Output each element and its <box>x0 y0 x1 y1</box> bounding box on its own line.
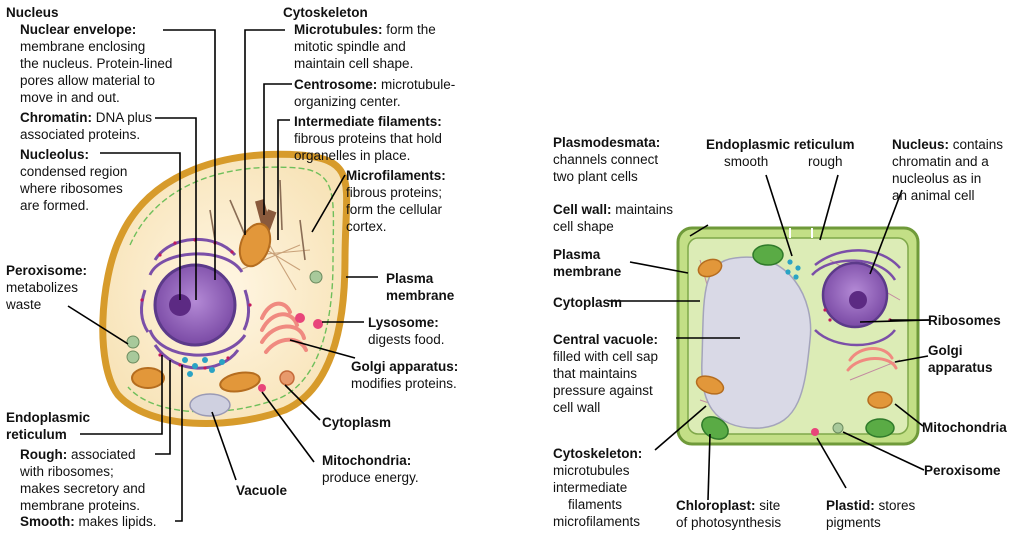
label-smooth-er: Smooth: makes lipids. <box>20 514 157 529</box>
animal-golgi <box>260 301 308 354</box>
label-vacuole-animal: Vacuole <box>236 483 288 498</box>
animal-lysosome-orange <box>279 370 295 386</box>
plant-cell <box>608 174 931 501</box>
animal-microtubules <box>209 179 306 261</box>
label-peroxisome-plant: Peroxisome <box>924 463 1001 478</box>
plant-peroxisome <box>832 422 844 434</box>
plant-plasmodesmata <box>789 228 813 238</box>
label-intermediate-filaments: Intermediate filaments:fibrous proteins … <box>294 114 442 163</box>
plant-chloroplasts <box>701 244 895 440</box>
label-er-plant: Endoplasmic reticulum <box>706 137 855 152</box>
animal-smooth-er <box>182 357 225 377</box>
label-cytoplasm-animal: Cytoplasm <box>322 415 392 430</box>
plant-plastid <box>811 428 819 436</box>
label-mitochondria-plant: Mitochondria <box>922 420 1007 435</box>
animal-nucleolus <box>169 294 191 316</box>
plant-mitochondria <box>695 258 893 409</box>
animal-mitochondria <box>131 222 272 393</box>
animal-rough-er <box>140 237 251 370</box>
plant-rough-er <box>811 249 901 347</box>
animal-cell <box>67 29 378 522</box>
label-centrosome: Centrosome: microtubule-organizing cente… <box>294 77 456 109</box>
label-microfilaments: Microfilaments:fibrous proteins;form the… <box>346 168 446 234</box>
animal-leader-lines <box>67 29 378 522</box>
animal-vacuole <box>189 393 231 417</box>
label-golgi-animal: Golgi apparatus:modifies proteins. <box>351 359 459 391</box>
plant-smooth-er <box>785 259 801 280</box>
plant-central-vacuole <box>701 256 812 429</box>
animal-lysosomes <box>258 313 323 392</box>
animal-nucleus <box>153 263 237 347</box>
label-cytoplasm-plant: Cytoplasm <box>553 295 623 310</box>
label-lysosome: Lysosome:digests food. <box>368 315 445 347</box>
label-cytoskeleton: Cytoskeleton <box>283 5 368 20</box>
label-mitochondria-animal: Mitochondria:produce energy. <box>322 453 419 485</box>
label-ribosomes: Ribosomes <box>928 313 1001 328</box>
label-er-smooth: smooth <box>724 154 769 169</box>
plant-leader-lines <box>608 174 931 501</box>
label-er-rough: rough <box>808 154 843 169</box>
label-nucleus: Nucleus <box>6 5 59 20</box>
plant-golgi <box>846 347 898 372</box>
animal-peroxisomes <box>126 270 323 364</box>
plant-nucleolus <box>849 291 867 309</box>
